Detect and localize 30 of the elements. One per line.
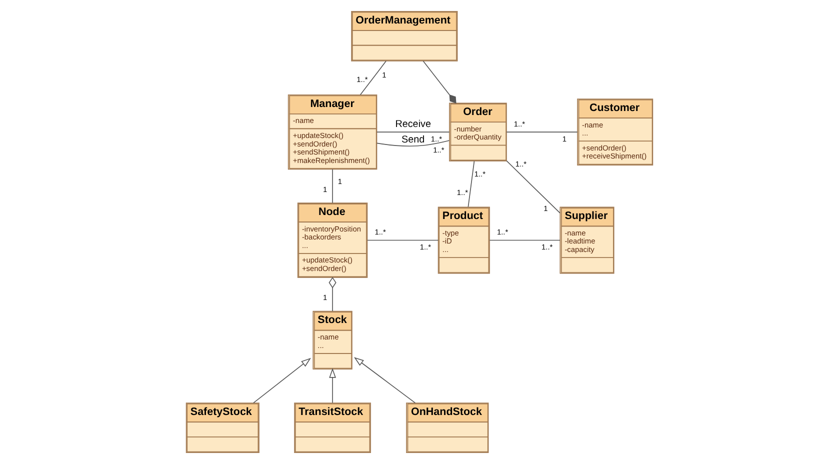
connector	[467, 160, 474, 208]
connector	[328, 276, 336, 312]
connector	[366, 240, 438, 241]
arrow	[328, 368, 336, 404]
label: 1	[382, 70, 386, 80]
label: 1..*	[430, 134, 442, 144]
connector	[376, 140, 450, 147]
label: 1..*	[432, 146, 444, 155]
arrow	[353, 357, 416, 404]
label: 1..*	[541, 242, 552, 252]
connector	[506, 160, 560, 214]
label: 1..*	[374, 228, 386, 237]
label: 1..*	[514, 159, 526, 168]
label: 1..*	[356, 74, 368, 84]
label: 1..*	[474, 170, 485, 179]
connector	[488, 240, 560, 241]
label: 1..*	[419, 242, 430, 252]
connector	[422, 60, 456, 104]
label: 1	[322, 184, 327, 194]
label: 1..*	[456, 188, 468, 197]
label: 1	[322, 293, 327, 302]
arrow	[252, 358, 311, 404]
label: 1	[562, 134, 566, 144]
label: 1..*	[496, 228, 508, 237]
label: 1	[337, 176, 342, 186]
edge-label: Receive	[394, 118, 430, 130]
connector	[359, 60, 386, 96]
edge-label: Send	[401, 134, 424, 146]
label: 1..*	[513, 119, 525, 128]
label: 1	[543, 204, 548, 214]
